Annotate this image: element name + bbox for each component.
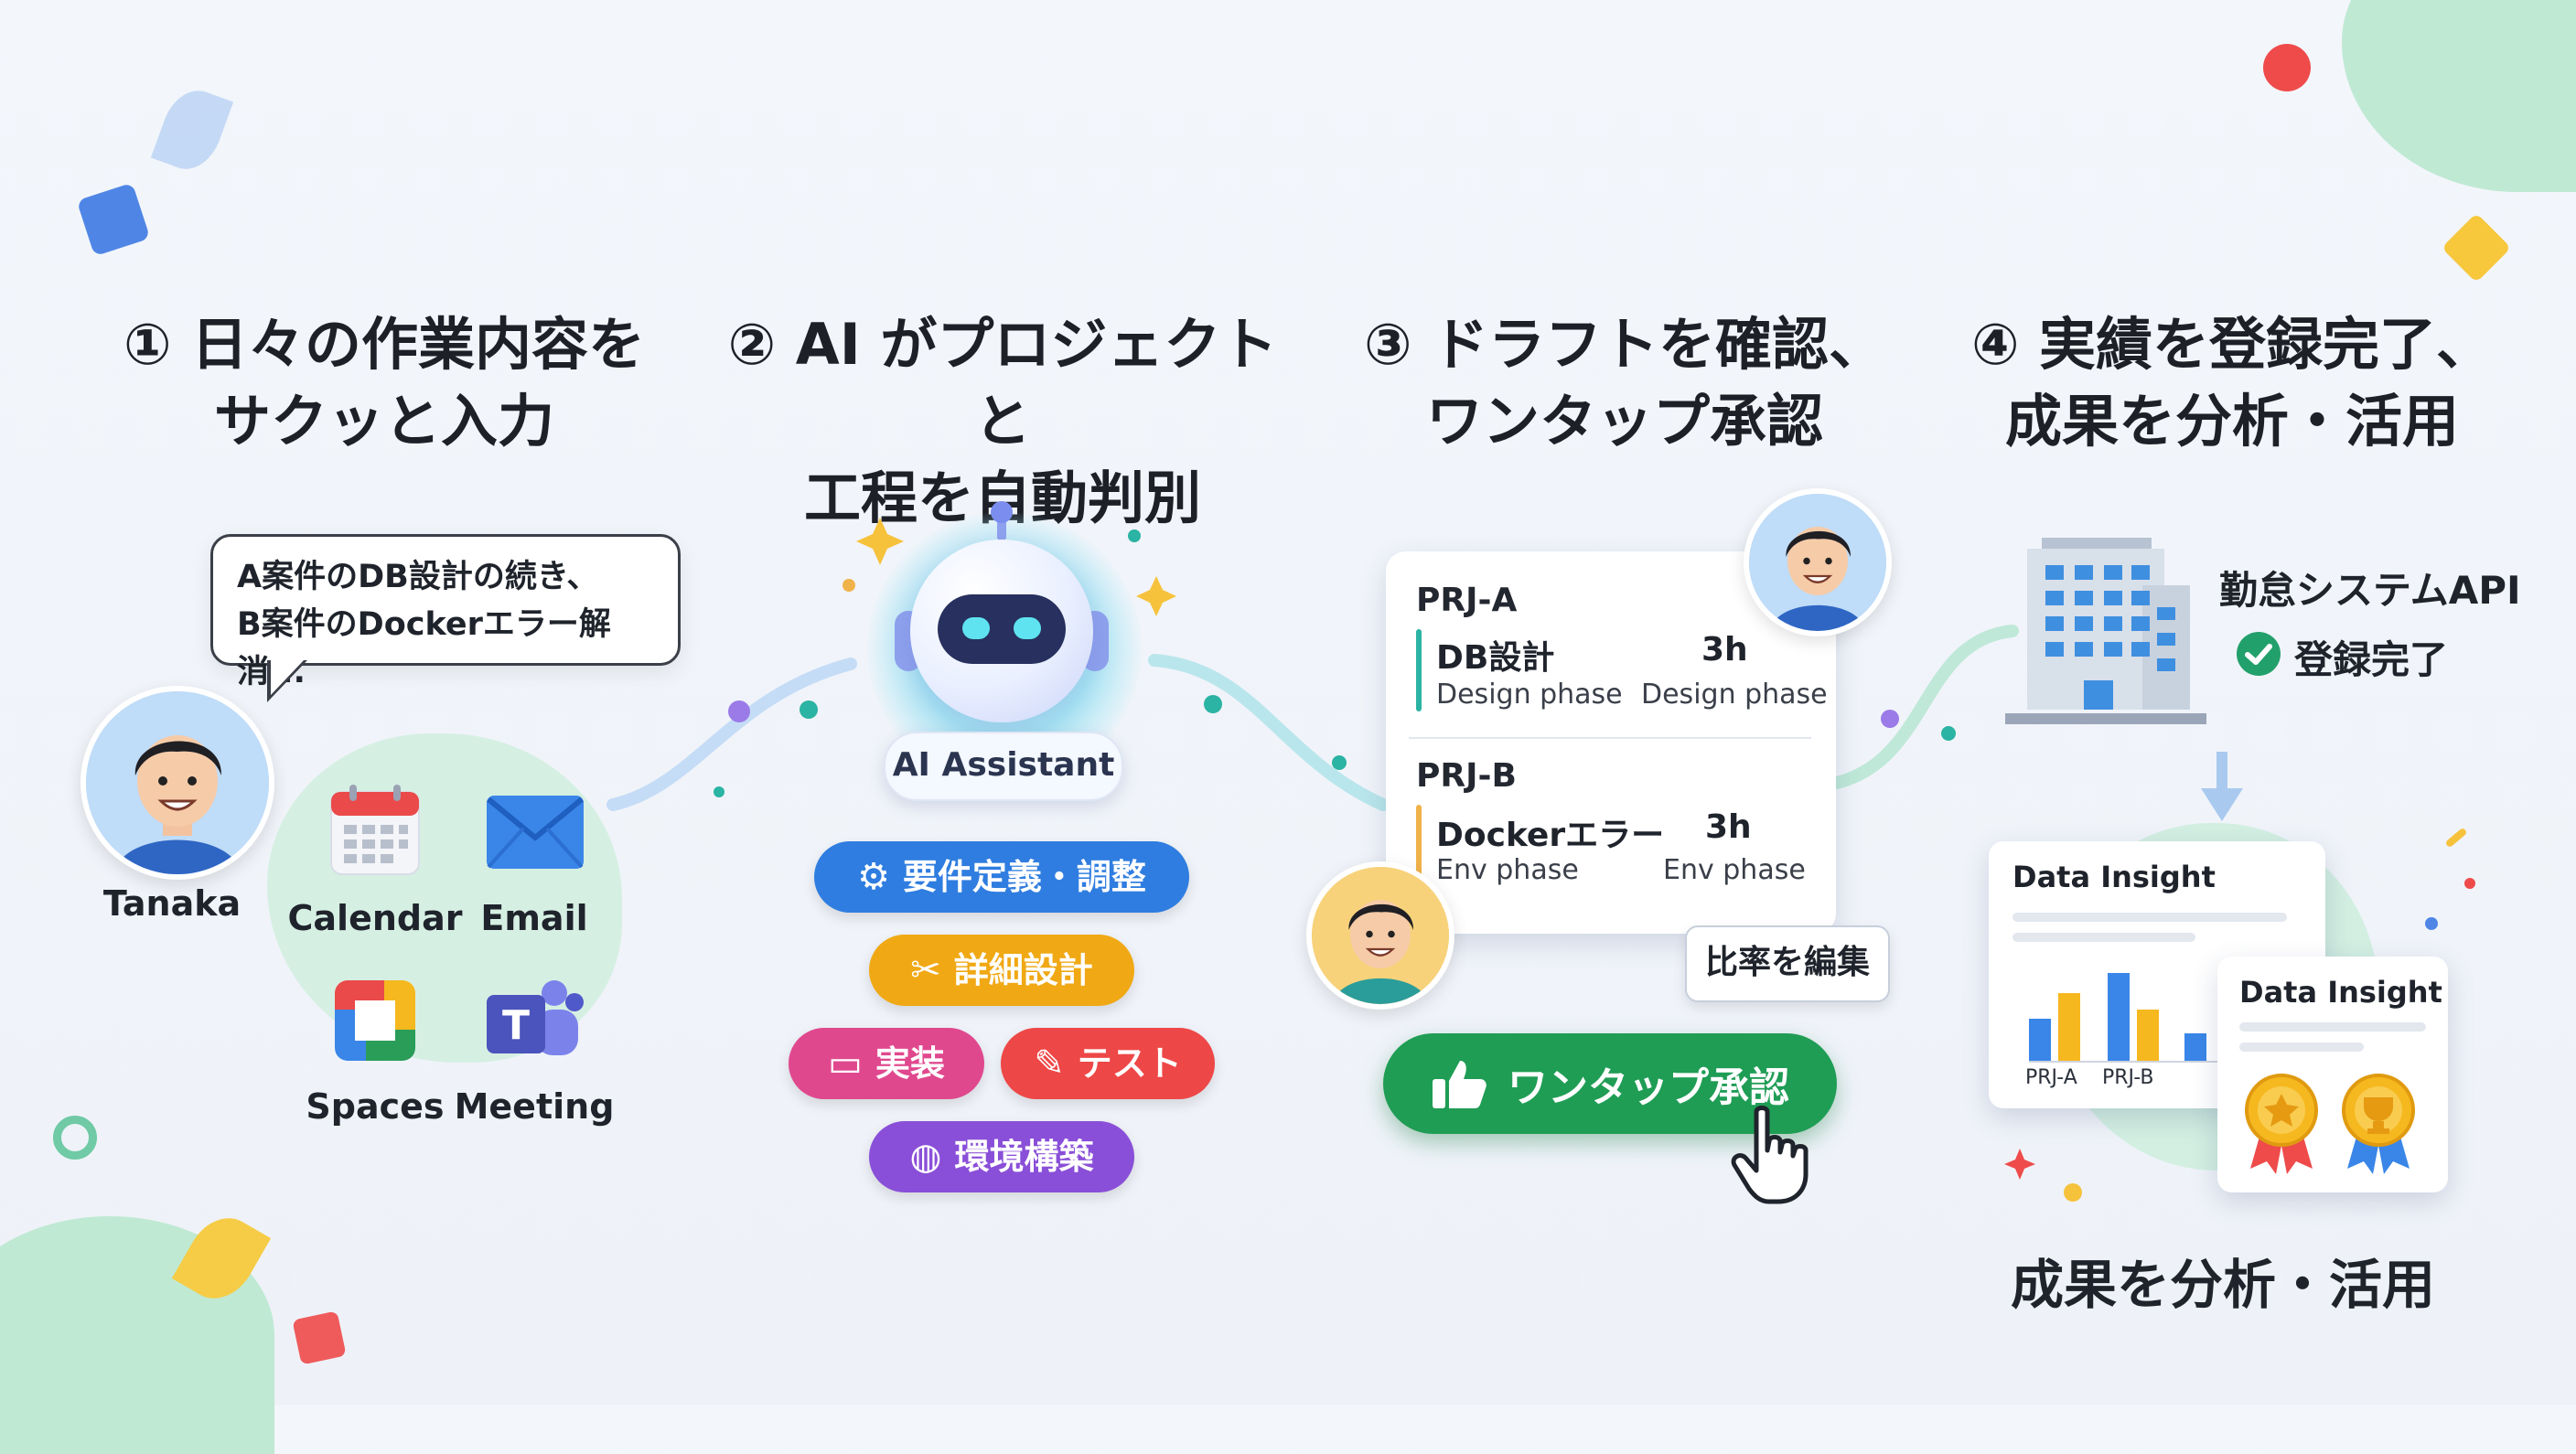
flow-connectors: [606, 518, 2475, 1202]
step-title-1: ① 日々の作業内容をサクッと入力: [123, 311, 646, 454]
reviewer-avatar-top: [1744, 488, 1892, 636]
test-tube-icon: ✎: [1034, 1042, 1065, 1085]
chip-implementation[interactable]: ▭実装: [789, 1028, 984, 1099]
spaces-icon: [335, 980, 415, 1061]
email-label: Email: [480, 898, 588, 938]
reviewer-avatar-bottom: [1306, 861, 1454, 1010]
insight-title-1: Data Insight: [2012, 860, 2216, 894]
email-icon: [487, 796, 584, 869]
prj-b-phase-left: Env phase: [1436, 854, 1579, 886]
prj-a-phase-left: Design phase: [1436, 679, 1623, 711]
prj-b-phase-right: Env phase: [1663, 854, 1806, 886]
decor-dot-red: [2263, 44, 2311, 91]
arrow-down-icon: [2201, 752, 2243, 821]
meeting-icon: T: [487, 980, 584, 1055]
prj-b-accent: [1416, 805, 1422, 889]
robot-eye-left: [962, 617, 990, 639]
building-icon: [2005, 538, 2206, 724]
meeting-app[interactable]: T: [483, 975, 584, 1070]
check-circle-icon: [2237, 632, 2281, 676]
bubble-text-line1: A案件のDB設計の続き、: [237, 559, 599, 595]
bar-a-yellow: [2058, 993, 2080, 1061]
analyze-utilize-title: 成果を分析・活用: [2010, 1254, 2435, 1316]
bar-b-yellow: [2137, 1010, 2159, 1061]
robot-antenna-tip: [991, 501, 1013, 523]
step-title-3: ③ ドラフトを確認、ワンタップ承認: [1363, 311, 1886, 454]
data-insight-card-2: Data Insight: [2217, 957, 2448, 1192]
chip-environment[interactable]: ◍環境構築: [869, 1121, 1134, 1192]
registration-complete-label: 登録完了: [2294, 637, 2449, 682]
ai-assistant-label: AI Assistant: [884, 732, 1123, 801]
meeting-label: Meeting: [454, 1086, 615, 1127]
laptop-icon: ▭: [828, 1042, 863, 1085]
robot-eye-right: [1014, 617, 1041, 639]
draft-divider: [1409, 737, 1811, 739]
bubble-tail-fill: [271, 660, 304, 695]
chip-test[interactable]: ✎テスト: [1001, 1028, 1215, 1099]
calendar-label: Calendar: [287, 898, 463, 938]
tick-prj-a: PRJ-A: [2025, 1066, 2077, 1089]
thumbs-up-icon: [1433, 1061, 1487, 1108]
decor-ring-green: [53, 1116, 97, 1160]
prj-a-accent: [1416, 629, 1422, 711]
calendar-icon: [330, 785, 420, 875]
tick-prj-b: PRJ-B: [2102, 1066, 2154, 1089]
robot-antenna: [997, 508, 1006, 541]
attendance-api-label: 勤怠システムAPI: [2219, 568, 2521, 613]
input-speech-bubble: A案件のDB設計の続き、 B案件のDockerエラー解消...: [210, 534, 681, 690]
insight-chart-1: [2029, 964, 2267, 1063]
bar-c-blue: [2184, 1033, 2206, 1061]
prj-a-phase-right: Design phase: [1641, 679, 1828, 711]
insight-line-2b: [2239, 1042, 2364, 1052]
prj-b-label: PRJ-B: [1416, 757, 1517, 795]
prj-a-hours: 3h: [1701, 631, 1748, 668]
globe-icon: ◍: [909, 1136, 942, 1178]
edit-ratio-button[interactable]: 比率を編集: [1685, 925, 1890, 1002]
chip-detailed-design[interactable]: ✂詳細設計: [869, 935, 1134, 1006]
email-app[interactable]: [485, 794, 584, 889]
prj-a-task: DB設計: [1436, 639, 1555, 677]
prj-a-label: PRJ-A: [1416, 582, 1518, 619]
prj-b-task: Dockerエラー: [1436, 817, 1665, 854]
user-name-label: Tanaka: [102, 883, 242, 924]
bar-a-blue: [2029, 1019, 2051, 1061]
draft-card: [1386, 551, 1836, 934]
spaces-label: Spaces: [306, 1086, 445, 1127]
svg-text:T: T: [502, 1002, 530, 1049]
step-title-4: ④ 実績を登録完了、成果を分析・活用: [1970, 311, 2494, 454]
approve-label: ワンタップ承認: [1508, 1064, 1789, 1111]
insight-line-2a: [2239, 1022, 2426, 1032]
insight-line-1b: [2012, 933, 2195, 942]
prj-b-hours: 3h: [1705, 808, 1752, 846]
spaces-app[interactable]: [327, 973, 423, 1068]
hand-cursor-icon: [1731, 1106, 1809, 1204]
gear-icon: ⚙: [857, 856, 890, 898]
tools-icon: ✂: [910, 949, 941, 991]
bar-b-blue: [2108, 973, 2130, 1061]
robot-face: [938, 594, 1066, 664]
apps-backdrop: [267, 733, 622, 1063]
calendar-app[interactable]: [327, 783, 423, 878]
tanaka-avatar: [80, 686, 274, 880]
insight-title-2: Data Insight: [2239, 975, 2442, 1010]
chip-requirements[interactable]: ⚙要件定義・調整: [814, 841, 1189, 913]
insight-line-1a: [2012, 913, 2287, 922]
award-medals-icon: [2245, 1074, 2415, 1174]
